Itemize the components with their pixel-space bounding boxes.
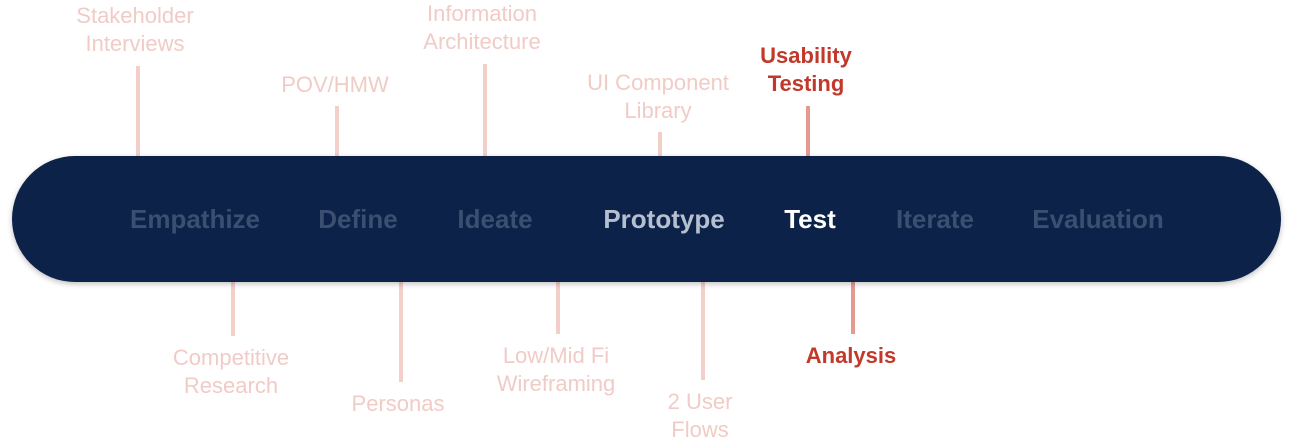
activity-wireframing: Low/Mid Fi Wireframing bbox=[496, 343, 616, 396]
activity-information-architecture: Information Architecture bbox=[423, 1, 541, 54]
process-bar bbox=[12, 156, 1281, 282]
connector-user-flows bbox=[701, 282, 705, 380]
connector-pov-hmw bbox=[335, 106, 339, 156]
connector-analysis bbox=[851, 282, 855, 334]
connector-ui-component-library bbox=[658, 132, 662, 156]
phase-test: Test bbox=[784, 204, 836, 234]
phase-ideate: Ideate bbox=[457, 204, 533, 234]
connector-usability-testing bbox=[806, 106, 810, 156]
activity-personas: Personas bbox=[351, 391, 445, 416]
activity-analysis: Analysis bbox=[805, 343, 897, 368]
connector-personas bbox=[399, 282, 403, 382]
connector-information-architecture bbox=[483, 64, 487, 156]
connector-wireframing bbox=[556, 282, 560, 334]
connector-competitive-research bbox=[231, 282, 235, 336]
phase-define: Define bbox=[318, 204, 398, 234]
phase-empathize: Empathize bbox=[129, 204, 261, 234]
activity-stakeholder-interviews: Stakeholder Interviews bbox=[76, 3, 194, 56]
activity-user-flows: 2 User Flows bbox=[667, 389, 733, 442]
phase-prototype: Prototype bbox=[603, 204, 725, 234]
phase-evaluation: Evaluation bbox=[1032, 204, 1164, 234]
connector-stakeholder-interviews bbox=[136, 66, 140, 156]
activity-ui-component-library: UI Component Library bbox=[587, 70, 729, 123]
phase-iterate: Iterate bbox=[895, 204, 975, 234]
activity-pov-hmw: POV/HMW bbox=[281, 72, 389, 97]
activity-competitive-research: Competitive Research bbox=[172, 345, 290, 398]
activity-usability-testing: Usability Testing bbox=[760, 43, 852, 96]
